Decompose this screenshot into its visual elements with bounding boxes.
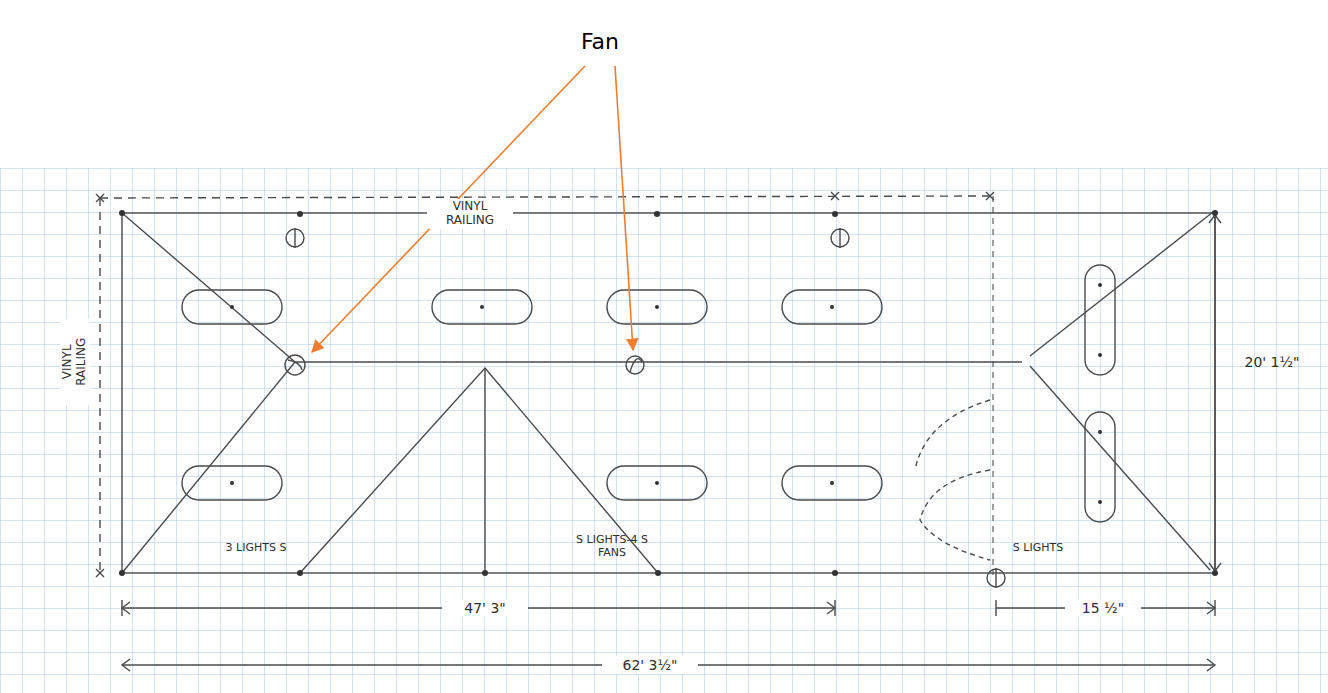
- switch-note: S LIGHTS: [998, 542, 1078, 555]
- dimension-text: 62' 3½": [602, 656, 698, 674]
- dimension-text: 15 ½": [1065, 599, 1141, 617]
- railing-note: VINYL RAILING: [60, 319, 90, 405]
- plan-lines: [96, 192, 1221, 671]
- dimension-text: 47' 3": [442, 599, 528, 617]
- switch-note: S LIGHTS-4 S FANS: [567, 534, 657, 559]
- railing-note: VINYL RAILING: [427, 199, 513, 229]
- graph-paper: [0, 168, 1328, 693]
- callout-text: Fan: [540, 29, 660, 54]
- dimension-text: 20' 1½": [1222, 354, 1322, 370]
- outlet-dots: [119, 210, 1218, 576]
- callout-arrows: [312, 66, 633, 352]
- switch-note: 3 LIGHTS S: [206, 542, 306, 555]
